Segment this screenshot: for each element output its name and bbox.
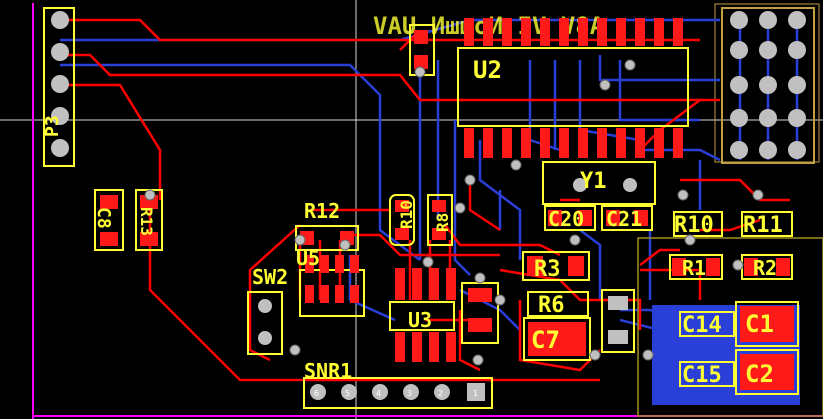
- connector-snr1[interactable]: SNR1 6 5 4 3 2 1: [303, 359, 493, 409]
- snr1-pin-1: 1: [473, 389, 478, 398]
- c15-label: C15: [682, 363, 722, 388]
- capacitor-c21[interactable]: C21: [601, 205, 653, 231]
- resistor-r10-vertical[interactable]: R10: [389, 194, 416, 246]
- connector-header-right[interactable]: [721, 7, 815, 164]
- snr1-pin-6: 6: [314, 389, 319, 398]
- ic-u3[interactable]: U3: [389, 268, 456, 362]
- connector-p3[interactable]: P3: [42, 7, 75, 167]
- r11-label: R11: [743, 213, 783, 238]
- r13-label: R13: [137, 207, 156, 236]
- bottom-copper-layer: [60, 18, 799, 332]
- vias: [144, 59, 764, 366]
- resistor-r13[interactable]: R13: [135, 189, 163, 251]
- resistor-r8[interactable]: R8: [427, 194, 453, 246]
- snr1-pin-3: 3: [407, 389, 412, 398]
- capacitor-c20[interactable]: C20: [544, 205, 596, 231]
- c21-label: C21: [606, 207, 642, 231]
- snr1-label: SNR1: [304, 359, 352, 383]
- c1-label: C1: [745, 310, 774, 338]
- crystal-y1[interactable]: Y1: [542, 161, 656, 205]
- switch-sw2[interactable]: SW2: [247, 265, 288, 355]
- r12-label: R12: [304, 199, 340, 223]
- r8-label: R8: [433, 213, 452, 232]
- r10b-label: R10: [674, 213, 714, 238]
- r2-label: R2: [753, 256, 777, 280]
- u3-label: U3: [408, 308, 432, 332]
- transistor-near-u3[interactable]: [461, 282, 499, 344]
- resistor-r6[interactable]: R6: [527, 291, 589, 318]
- capacitor-c8[interactable]: C8: [93, 189, 124, 251]
- snr1-pin-2: 2: [438, 389, 443, 398]
- capacitor-c1[interactable]: C1: [735, 301, 799, 347]
- sw2-label: SW2: [252, 265, 288, 289]
- c2-label: C2: [745, 360, 774, 388]
- r6-label: R6: [538, 293, 565, 318]
- r1-label: R1: [682, 256, 706, 280]
- resistor-r10-right[interactable]: R10: [673, 211, 723, 238]
- resistor-r2[interactable]: R2: [741, 254, 793, 280]
- resistor-r11[interactable]: R11: [741, 211, 793, 238]
- resistor-r1[interactable]: R1: [669, 254, 723, 280]
- snr1-pin-5: 5: [345, 389, 350, 398]
- ic-u2[interactable]: U2: [457, 18, 689, 158]
- capacitor-top-small[interactable]: [409, 24, 435, 76]
- r3-label: R3: [534, 257, 561, 282]
- u2-label: U2: [473, 56, 502, 84]
- capacitor-c14[interactable]: C14: [679, 311, 735, 338]
- module-outline-right: [637, 237, 823, 417]
- snr1-pin-4: 4: [376, 389, 381, 398]
- transistor-near-c7[interactable]: [601, 289, 635, 353]
- y1-label: Y1: [580, 169, 607, 194]
- r10a-label: R10: [397, 200, 416, 229]
- c7-label: C7: [531, 326, 560, 354]
- capacitor-c2[interactable]: C2: [735, 349, 799, 395]
- ic-u5[interactable]: U5: [296, 246, 365, 317]
- c14-label: C14: [682, 313, 722, 338]
- capacitor-c15[interactable]: C15: [679, 361, 735, 388]
- u5-label: U5: [296, 246, 320, 270]
- c20-label: C20: [548, 207, 584, 231]
- resistor-r3[interactable]: R3: [522, 251, 590, 282]
- c8-label: C8: [93, 207, 114, 229]
- capacitor-c7[interactable]: C7: [523, 317, 591, 361]
- p3-label: P3: [42, 115, 63, 137]
